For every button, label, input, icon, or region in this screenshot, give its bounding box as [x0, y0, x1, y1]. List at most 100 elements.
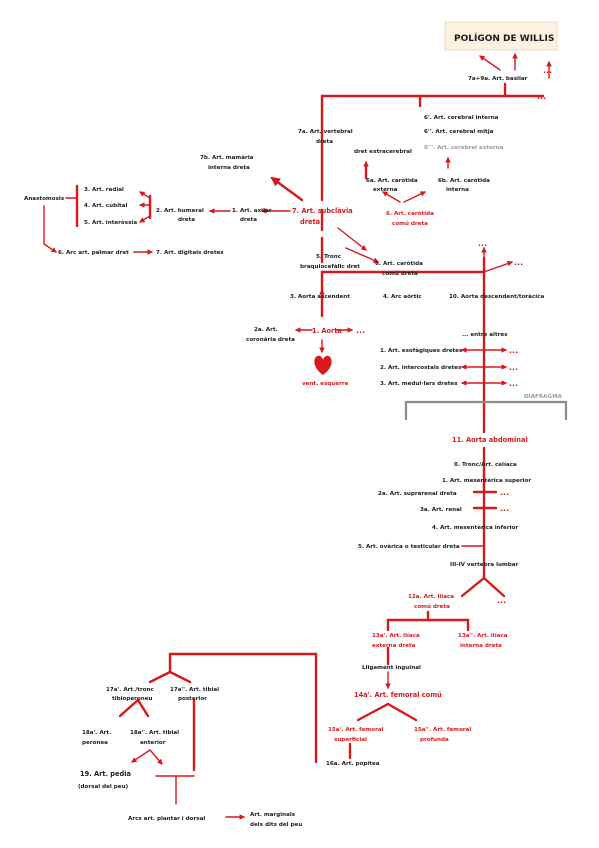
label-arcs: Arcs art. plantar i dorsal [128, 816, 205, 822]
label-suprarenal: 2a. Art. suprarenal dreta [378, 491, 457, 497]
label-marginals-2: dels dits del peu [250, 822, 302, 828]
femoral-split-right [386, 702, 418, 722]
arrow-radial [139, 191, 151, 199]
label-basilar: 7a+9a. Art. basilar [468, 76, 528, 82]
label-aorta: 1. Aorta [312, 327, 342, 335]
label-car-int-2: interna [446, 187, 469, 193]
label-mes-sup: 1. Art. mesentèrica superior [442, 477, 531, 484]
label-peronea-2: peronea [82, 740, 108, 746]
label-femoral-comu: 14a'. Art. femoral comú [354, 691, 442, 699]
label-renal: 3a. Art. renal [420, 507, 462, 513]
dots-iliaca: ... [497, 596, 506, 605]
label-aorta-abd: 11. Aorta abdominal [452, 436, 528, 444]
label-axilar-2: dreta [240, 217, 257, 223]
dots-renal: ... [500, 504, 509, 513]
label-iliaca-ext-1: 13a'. Art. ilíaca [372, 632, 420, 639]
label-lligament: Lligament inguinal [362, 665, 421, 671]
label-ovarica: 5. Art. ovàrica o testicular dreta [358, 543, 460, 550]
label-tronc-tib-1: 17a'. Art./tronc [106, 687, 154, 693]
label-cer-mitja: 6''. Art. cerebral mitja [424, 129, 494, 135]
label-tibial-ant-1: 18a''. Art. tibial [130, 730, 179, 736]
label-diafragma: DIAFRAGMA [524, 394, 563, 400]
label-subclavia-2: dreta [300, 218, 320, 226]
dots-medul: ... [509, 379, 518, 388]
label-tronc-2: braquiocefàlic dret [300, 263, 360, 270]
label-car-ext-1: 6a. Art. caròtida [366, 177, 418, 184]
label-humeral-1: 2. Art. humeral [156, 208, 204, 214]
label-car-ext-2: externa [373, 187, 398, 193]
iliaca-split-right [482, 576, 506, 598]
label-pedia-1: 19. Art. pedia [80, 770, 131, 778]
label-iliaca-ext-2: externa dreta [372, 643, 416, 649]
label-interossia: 5. Art. interòssia [84, 219, 137, 226]
arrow-car-comu-esq [337, 227, 367, 251]
tibial-ant-branch [136, 698, 150, 718]
popitea-loop [168, 652, 318, 764]
label-cer-ext: 6'''. Art. cerebral externa [424, 145, 504, 151]
arrow-car-comu [345, 247, 380, 263]
tronc-left [148, 670, 172, 684]
dots-top-right: ... [543, 66, 552, 75]
label-iliaca-int-1: 13a''. Art. ilíaca [458, 632, 508, 639]
label-entre-altres: ... entre altres [462, 332, 508, 338]
label-iliaca-comu-1: 12a. Art. ilíaca [408, 593, 454, 600]
label-cer-int: 6'. Art. cerebral interna [424, 115, 499, 121]
label-subclavia-1: 7. Art. subclàvia [292, 207, 353, 215]
peronea-branch [118, 698, 140, 718]
label-car-comu-1: 6. Art. caròtida [386, 210, 434, 217]
dots-aorta: ... [356, 326, 365, 335]
label-iliaca-comu-2: comú dreta [414, 603, 450, 610]
label-axilar-1: 1. Art. axilar [232, 208, 272, 214]
arrow-pedia [131, 749, 151, 763]
tronc-right [168, 670, 192, 684]
label-radial: 3. Art. radial [84, 187, 124, 193]
label-digitals: 7. Art. digitals dretes [156, 250, 224, 256]
dots-arch-up: ... [478, 239, 487, 248]
label-mamaria-1: 7b. Art. mamària [200, 154, 254, 161]
label-anastomosis: Anastomosis [24, 196, 65, 202]
femoral-split-left [356, 702, 390, 722]
label-femoral-prof-1: 15a''. Art. femoral [414, 727, 471, 733]
label-lumbar: III-IV vertebra lumbar [450, 562, 519, 568]
label-palmar: 6. Arc art. palmar dret [58, 250, 129, 256]
label-car-comu-esq-1: 6. Art. caròtida [375, 260, 423, 267]
diafragma-bracket [404, 400, 568, 420]
label-coronaria-1: 2a. Art. [254, 327, 278, 333]
dots-esof: ... [509, 346, 518, 355]
label-aorta-asc: 3. Aorta ascendent [290, 294, 350, 300]
arrow-palmar [43, 205, 57, 253]
label-vertebral-2: dreta [316, 139, 333, 145]
dots-inter: ... [509, 363, 518, 372]
label-vent: vent. esquerre [302, 381, 349, 387]
label-aorta-desc: 10. Aorta descendent/toràcica [449, 293, 544, 300]
label-medul: 3. Art. medul·lars dretes [380, 381, 458, 387]
label-vertebral-1: 7a. Art. vertebral [298, 129, 353, 135]
label-coronaria-2: coronària dreta [246, 336, 295, 343]
arrow-car-ext [382, 191, 401, 203]
label-tronc-1: 5. Tronc [316, 254, 341, 260]
label-celiaca: 0. Tronc/Art. celíaca [454, 461, 517, 468]
label-tibial-post-1: 17a''. Art. tibial [170, 687, 219, 693]
label-tibial-post-2: posterior [178, 696, 207, 702]
label-cubital: 4. Art. cubital [84, 203, 127, 209]
label-arc-aortic: 4. Arc aòrtic [383, 293, 422, 300]
label-extracerebral: dret extracerebral [354, 149, 412, 155]
label-esofagiques: 1. Art. esofàgiques dretes [380, 347, 463, 354]
iliaca-branch-right [426, 618, 470, 632]
label-car-comu-2: comú dreta [392, 220, 428, 227]
label-mamaria-2: interna dreta [208, 165, 250, 171]
arrow-mamaria [270, 176, 304, 202]
label-pedia-2: (dorsal del peu) [78, 784, 129, 790]
label-car-comu-esq-2: comú dreta [382, 270, 418, 277]
label-peronea-1: 18a'. Art. [82, 730, 111, 736]
dots-suprarenal: ... [500, 488, 509, 497]
arrow-interossia [139, 215, 151, 223]
title: POLÍGON DE WILLIS [454, 32, 554, 44]
dots-top-line: ... [537, 92, 546, 101]
dots-arch-right: ... [514, 258, 523, 267]
label-femoral-sup-1: 15a'. Art. femoral [328, 727, 384, 733]
label-mes-inf: 4. Art. mesentèrica inferior [432, 524, 518, 531]
label-intercostals: 2. Art. intercostals dretes [380, 365, 462, 371]
heart-icon [314, 355, 332, 375]
